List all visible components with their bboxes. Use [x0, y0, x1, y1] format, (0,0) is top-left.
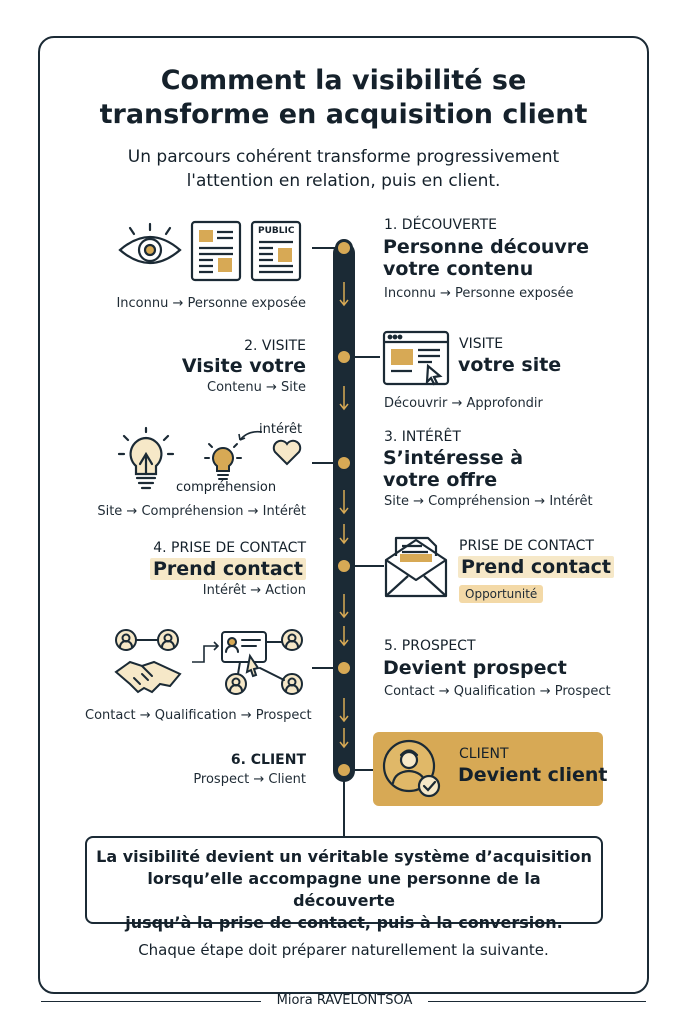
- spine-arrows-upper: [339, 282, 349, 723]
- browser-window-icon: [382, 330, 450, 386]
- step-dot-4: [335, 557, 353, 575]
- step6-right-heading: Devient client: [458, 764, 608, 786]
- summary-box: [85, 836, 603, 924]
- spine-arrows: [339, 524, 349, 749]
- step4-number: 4. PRISE DE CONTACT: [153, 540, 306, 556]
- opportunity-badge-text: Opportunité: [459, 585, 544, 603]
- envelope-icon: [384, 536, 448, 598]
- footer-note: Chaque étape doit préparer naturellement…: [138, 941, 549, 959]
- step-dot-6: [335, 761, 353, 779]
- timeline-tail: [343, 780, 345, 836]
- step2-flow-right: Découvrir → Approfondir: [384, 396, 543, 411]
- step-dot-3: [335, 454, 353, 472]
- step4-right-label: PRISE DE CONTACT: [459, 538, 594, 554]
- heart-icon: [272, 439, 302, 466]
- summary-line3: jusqu’à la prise de contact, puis à la c…: [125, 913, 563, 932]
- step1-flow-left: Inconnu → Personne exposée: [116, 296, 306, 311]
- step3-flow-right: Site → Compréhension → Intérêt: [384, 494, 593, 509]
- handshake-people-icon: [114, 629, 182, 694]
- step3-flow-left: Site → Compréhension → Intérêt: [97, 504, 306, 519]
- curved-arrow-icon: [238, 430, 263, 441]
- connector-5: [312, 667, 336, 669]
- page-subtitle-line2: l'attention en relation, puis en client.: [186, 171, 501, 191]
- step-dot-1: [335, 239, 353, 257]
- annot-comprehension: compréhension: [176, 480, 277, 495]
- step4-right-heading-text: Prend contact: [458, 556, 615, 578]
- step4-flow-left: Intérêt → Action: [202, 583, 306, 598]
- step2-heading-left: Visite votre: [181, 355, 306, 377]
- small-lightbulb-icon: [204, 443, 242, 480]
- step3-heading-line2: votre offre: [383, 469, 498, 491]
- connector-1: [312, 247, 336, 249]
- connector-3: [312, 462, 336, 464]
- summary-text: La visibilité devient un véritable systè…: [95, 846, 593, 934]
- summary-line1: La visibilité devient un véritable systè…: [96, 847, 592, 866]
- credit-rule-left: [41, 1001, 261, 1002]
- step2-right-heading: votre site: [458, 354, 562, 376]
- step5-number: 5. PROSPECT: [384, 638, 476, 654]
- step6-right-label: CLIENT: [459, 746, 509, 762]
- connector-4: [354, 565, 384, 567]
- opportunity-badge: Opportunité: [459, 583, 544, 603]
- lightbulb-icon: [117, 426, 175, 490]
- step4-heading-left-text: Prend contact: [149, 558, 306, 580]
- step3-heading-line1: S’intéresse à: [383, 447, 524, 469]
- newspaper-icon: [190, 220, 242, 282]
- summary-line2: lorsqu’elle accompagne une personne de l…: [147, 869, 541, 910]
- qualification-network-icon: [221, 629, 303, 695]
- page-title-line1: Comment la visibilité se: [160, 65, 527, 96]
- step4-heading-left: Prend contact: [100, 558, 306, 580]
- step-dot-2: [335, 348, 353, 366]
- page-title-line2: transforme en acquisition client: [99, 99, 588, 130]
- step1-heading-line1: Personne découvre: [383, 236, 590, 258]
- public-tag: PUBLIC: [258, 226, 295, 236]
- step5-flow-left: Contact → Qualification → Prospect: [85, 708, 312, 723]
- connector-6: [354, 769, 376, 771]
- step2-right-label: VISITE: [459, 336, 504, 352]
- flow-arrow-icon: [192, 641, 220, 663]
- step5-flow-right: Contact → Qualification → Prospect: [384, 684, 611, 699]
- step5-heading: Devient prospect: [383, 657, 567, 679]
- credit-rule-right: [428, 1001, 646, 1002]
- step4-right-heading: Prend contact: [458, 556, 615, 578]
- step1-number: 1. DÉCOUVERTE: [384, 217, 498, 233]
- connector-2: [354, 356, 380, 358]
- step-dot-5: [335, 659, 353, 677]
- client-avatar-check-icon: [382, 739, 441, 798]
- step2-number: 2. VISITE: [244, 338, 306, 354]
- step2-flow-left: Contenu → Site: [207, 380, 306, 395]
- step3-number: 3. INTÉRÊT: [384, 429, 461, 445]
- annot-interet: intérêt: [259, 422, 303, 437]
- step1-flow-right: Inconnu → Personne exposée: [384, 286, 574, 301]
- page-subtitle-line1: Un parcours cohérent transforme progress…: [127, 147, 560, 167]
- public-newspaper-icon: [250, 220, 302, 282]
- eye-icon: [118, 222, 182, 264]
- author-credit: Miora RAVELONTSOA: [276, 993, 413, 1008]
- step6-flow-left: Prospect → Client: [193, 772, 306, 787]
- step1-heading-line2: votre contenu: [383, 258, 534, 280]
- step6-number: 6. CLIENT: [230, 752, 306, 768]
